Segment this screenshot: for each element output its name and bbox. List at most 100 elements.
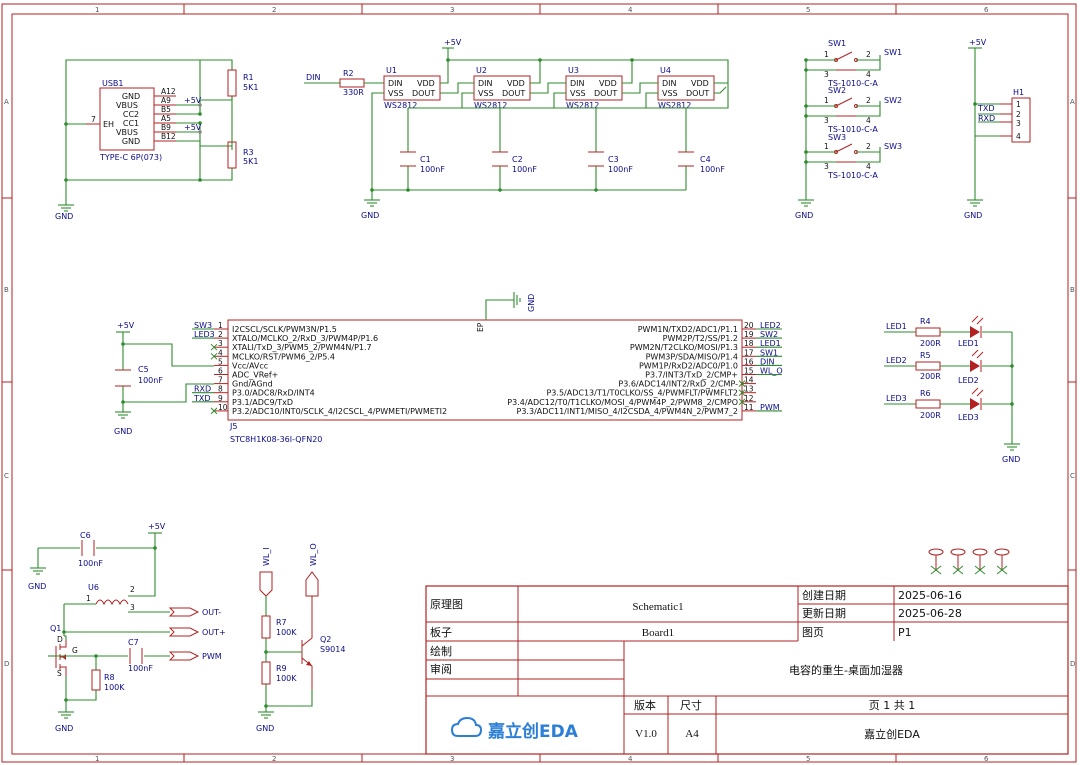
- u6-ref: U6: [88, 583, 99, 592]
- r7-ref: R7: [276, 618, 287, 627]
- r4-value: 200R: [920, 339, 941, 348]
- c2-capacitor[interactable]: [492, 151, 508, 167]
- r7-resistor[interactable]: [261, 615, 271, 639]
- sw3-switch[interactable]: [834, 143, 858, 163]
- usb-pin-label-0: GND: [122, 92, 140, 101]
- mcu-pin-label: PWM1N/TXD2/ADC1/P1.1: [638, 325, 738, 334]
- mcu-c5-gnd-symbol: GND: [114, 411, 132, 436]
- grid-col-2-bottom: 2: [272, 755, 276, 763]
- u4-pin-dout: DOUT: [686, 89, 709, 98]
- pwm-port[interactable]: [168, 651, 200, 661]
- mcu-pin-number: 14: [744, 376, 754, 385]
- wl-i-port[interactable]: [259, 571, 273, 597]
- h1-net-rxd: RXD: [978, 114, 995, 123]
- r9-resistor[interactable]: [261, 661, 271, 685]
- mcu-pin-label: Gnd/AGnd: [232, 380, 273, 389]
- c7-value: 100nF: [128, 664, 153, 673]
- cloud-icon: [450, 716, 483, 737]
- h1-header[interactable]: [1011, 97, 1031, 143]
- mounting-hole-icon[interactable]: [994, 548, 1010, 575]
- wl-o-label: WL_O: [309, 543, 318, 566]
- svg-text:3: 3: [824, 70, 829, 79]
- mcu-pin-label: P3.3/ADC11/INT1/MISO_4/I2CSDA_4/PWM4N_2/…: [517, 407, 738, 416]
- mcu-pin-number: 16: [744, 357, 754, 366]
- u2-pin-din: DIN: [478, 79, 493, 88]
- r2-resistor[interactable]: [339, 78, 365, 88]
- q1-pin-g: G: [72, 646, 78, 655]
- c5-capacitor[interactable]: [115, 369, 131, 387]
- mcu-chip[interactable]: [227, 319, 743, 421]
- mcu-pin-label: P3.1/ADC9/TxD: [232, 398, 293, 407]
- led1-ref: LED1: [958, 339, 979, 348]
- mcu-pin-number: 2: [218, 330, 223, 339]
- c1-capacitor[interactable]: [400, 151, 416, 167]
- mcu-pin-number: 17: [744, 348, 754, 357]
- u4-pin-din: DIN: [662, 79, 677, 88]
- c4-capacitor[interactable]: [678, 151, 694, 167]
- mcu-pin-label: P3.2/ADC10/INT0/SCLK_4/I2CSCL_4/PWMETI/P…: [232, 407, 447, 416]
- r8-resistor[interactable]: [91, 669, 101, 691]
- grid-row-c-right: C: [1070, 472, 1075, 480]
- r4-ref: R4: [920, 317, 931, 326]
- tb-created-value: 2025-06-16: [898, 589, 962, 602]
- c3-capacitor[interactable]: [588, 151, 604, 167]
- u2-pin-vss: VSS: [478, 89, 494, 98]
- u1-chip[interactable]: [383, 75, 441, 101]
- header-block: +5V H1 1 2 3 4 TXD RXD GND: [964, 38, 1031, 220]
- r6-value: 200R: [920, 411, 941, 420]
- ws2812-chain: DIN R2 330R U1 WS2812 DIN VSS VDD DOUT U…: [304, 38, 729, 220]
- mcu-net-label: SW3: [194, 321, 212, 330]
- mcu-pin-number: 6: [218, 367, 223, 376]
- h1-gnd-symbol: GND: [964, 199, 983, 220]
- c6-capacitor[interactable]: [81, 540, 95, 556]
- mounting-hole-icon[interactable]: [972, 548, 988, 575]
- led2-diode[interactable]: [970, 349, 984, 372]
- r9-ref: R9: [276, 664, 287, 673]
- usb-connector-body[interactable]: [99, 87, 155, 151]
- sw1-switch[interactable]: [834, 51, 858, 71]
- mcu-pin-number: 18: [744, 339, 754, 348]
- c7-capacitor[interactable]: [129, 648, 143, 664]
- tb-board-value: Board1: [642, 627, 674, 639]
- sw2-switch[interactable]: [834, 97, 858, 117]
- mcu-pin-number: 1: [218, 321, 223, 330]
- wl-i-label: WL_I: [262, 547, 271, 566]
- usb-value: TYPE-C 6P(073): [99, 153, 162, 162]
- mounting-hole-icon[interactable]: [928, 548, 944, 575]
- q1-mosfet[interactable]: [55, 640, 67, 676]
- r5-resistor[interactable]: [915, 361, 941, 371]
- u2-chip[interactable]: [473, 75, 531, 101]
- mcu-pin-number: 8: [218, 385, 223, 394]
- c6-gnd-symbol: GND: [28, 567, 46, 591]
- h1-net-txd: TXD: [977, 104, 995, 113]
- out-minus-port[interactable]: [168, 607, 200, 617]
- u6-inductor[interactable]: [95, 599, 129, 606]
- r3-resistor[interactable]: [227, 141, 237, 169]
- title-block: 原理图 Schematic1 板子 Board1 绘制 审阅 创建日期 2025…: [425, 585, 1069, 755]
- mounting-hole-icon[interactable]: [950, 548, 966, 575]
- u3-chip[interactable]: [565, 75, 623, 101]
- u6-pin-3: 3: [130, 603, 135, 612]
- usb-block: USB1 TYPE-C 6P(073) GND VBUS CC2 CC1 VBU…: [55, 59, 258, 221]
- r1-resistor[interactable]: [227, 69, 237, 97]
- q2-transistor[interactable]: [301, 596, 313, 690]
- wl-o-port[interactable]: [305, 571, 319, 597]
- mcu-pin-label: PWM2N/T2CLKO/MOSI/P1.3: [630, 343, 738, 352]
- led1-diode[interactable]: [970, 315, 984, 338]
- r4-resistor[interactable]: [915, 327, 941, 337]
- u3-pin-vss: VSS: [570, 89, 586, 98]
- led1-net: LED1: [886, 322, 907, 331]
- sw1-value: TS-1010-C-A: [827, 79, 878, 88]
- grid-row-d-right: D: [1070, 660, 1075, 668]
- usb-pin-label-4: VBUS: [116, 128, 138, 137]
- led3-diode[interactable]: [970, 387, 984, 410]
- u4-chip[interactable]: [657, 75, 715, 101]
- out-plus-port[interactable]: [168, 627, 200, 637]
- jlc-logo-text: 嘉立创EDA: [487, 721, 579, 742]
- ws-gnd-label: GND: [361, 211, 379, 220]
- usb-pin-num-4: B9: [161, 123, 171, 132]
- grid-col-5: 5: [806, 6, 810, 14]
- r6-resistor[interactable]: [915, 399, 941, 409]
- mcu-pin-number: 3: [218, 339, 223, 348]
